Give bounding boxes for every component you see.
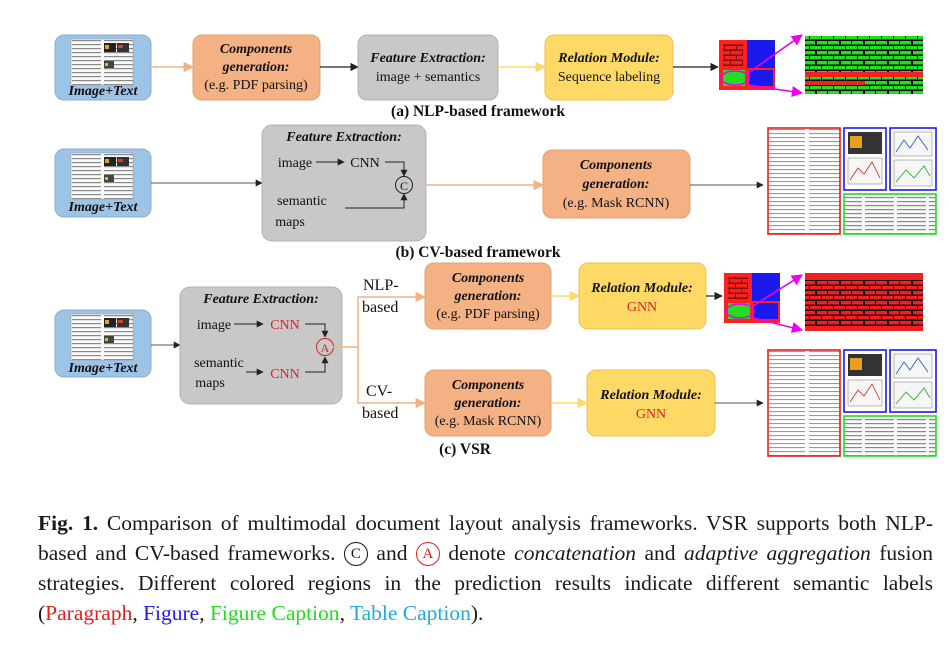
cnn-label-c2: CNN [270,367,300,382]
caption-adaptive: adaptive aggregation [683,541,871,565]
semantic-label-c2: maps [195,376,225,391]
feature-box-c [179,286,343,405]
components-title-a2: generation: [222,60,290,75]
svg-text:Relation Module:: Relation Module: [599,388,702,403]
caption-concatenation: concatenation [514,541,636,565]
svg-text:GNN: GNN [636,407,666,422]
semantic-label-b1: semantic [277,194,327,209]
label-figure: Figure [143,601,200,625]
svg-text:generation:: generation: [454,396,522,411]
relation-box-c-bottom [586,369,716,437]
caption-text-1: Comparison of multimodal document layout… [38,511,934,565]
svg-text:Components: Components [452,271,525,286]
caption-text-5: fusion strategies. Different colored reg… [38,541,933,625]
feature-desc-a: image + semantics [376,70,480,85]
panel-a: Image+Text Components generation: (e.g. … [54,34,923,120]
figure-caption: Fig. 1. Comparison of multimodal documen… [38,508,933,628]
svg-text:A: A [321,341,330,355]
svg-text:GNN: GNN [627,300,657,315]
svg-text:C: C [400,179,408,193]
relation-title-a: Relation Module: [557,51,660,66]
caption-text-4: and [635,541,684,565]
label-paragraph: Paragraph [45,601,133,625]
caption-fig-label: Fig. 1. [38,511,99,535]
caption-end: ). [470,601,484,625]
relation-desc-a: Sequence labeling [558,70,660,85]
components-title-b2: generation: [582,177,650,192]
panel-c: Image+Text Feature Extraction: image CNN… [54,262,939,458]
nlp-prediction-c [723,272,781,324]
nlp-branch-label-1: NLP- [363,277,399,294]
feature-box-a [357,34,499,101]
svg-text:generation:: generation: [454,289,522,304]
feature-title-b: Feature Extraction: [285,130,402,145]
semantic-label-b2: maps [275,215,305,230]
aggregation-symbol: A [415,542,440,566]
nlp-prediction-a [718,39,776,91]
svg-text:(e.g. PDF parsing): (e.g. PDF parsing) [436,307,540,322]
label-figure-caption: Figure Caption [209,601,340,625]
svg-text:Components: Components [452,378,525,393]
semantic-label-c1: semantic [194,356,244,371]
components-title-a1: Components [220,42,293,57]
image-label-b: image [278,156,312,171]
svg-text:(e.g. Mask RCNN): (e.g. Mask RCNN) [435,414,542,429]
label-table-caption: Table Caption [349,601,471,625]
caption-sep: , [132,601,144,625]
image-label-c: image [197,318,231,333]
svg-text:Relation Module:: Relation Module: [590,281,693,296]
input-label-c: Image+Text [68,361,139,376]
concatenation-symbol: C [343,542,368,566]
components-box-b [542,149,691,219]
panel-b: Image+Text Feature Extraction: image CNN… [54,124,939,261]
relation-box-a [544,34,674,101]
input-label-a: Image+Text [68,84,139,99]
zoom-prediction-a [805,36,923,94]
cv-branch-label-1: CV- [366,383,392,400]
framework-diagram: Image+Text Components generation: (e.g. … [54,34,939,458]
feature-title-c: Feature Extraction: [202,292,319,307]
feature-title-a: Feature Extraction: [369,51,486,66]
cnn-label-b: CNN [350,156,380,171]
cv-prediction-c [767,349,939,457]
caption-text-2: and [367,541,416,565]
cnn-label-c1: CNN [270,318,300,333]
cv-prediction-b [767,127,939,235]
input-label-b: Image+Text [68,200,139,215]
components-example-a: (e.g. PDF parsing) [204,78,308,93]
title-b: (b) CV-based framework [395,244,560,261]
nlp-branch-label-2: based [362,299,398,316]
title-a: (a) NLP-based framework [391,103,565,120]
components-title-b1: Components [580,158,653,173]
components-example-b: (e.g. Mask RCNN) [563,196,670,211]
caption-sep: , [339,601,350,625]
caption-sep: , [199,601,210,625]
title-c: (c) VSR [439,441,492,458]
relation-box-c-top [578,262,707,330]
feature-box-b [261,124,427,242]
cv-branch-label-2: based [362,405,398,422]
caption-text-3: denote [439,541,515,565]
